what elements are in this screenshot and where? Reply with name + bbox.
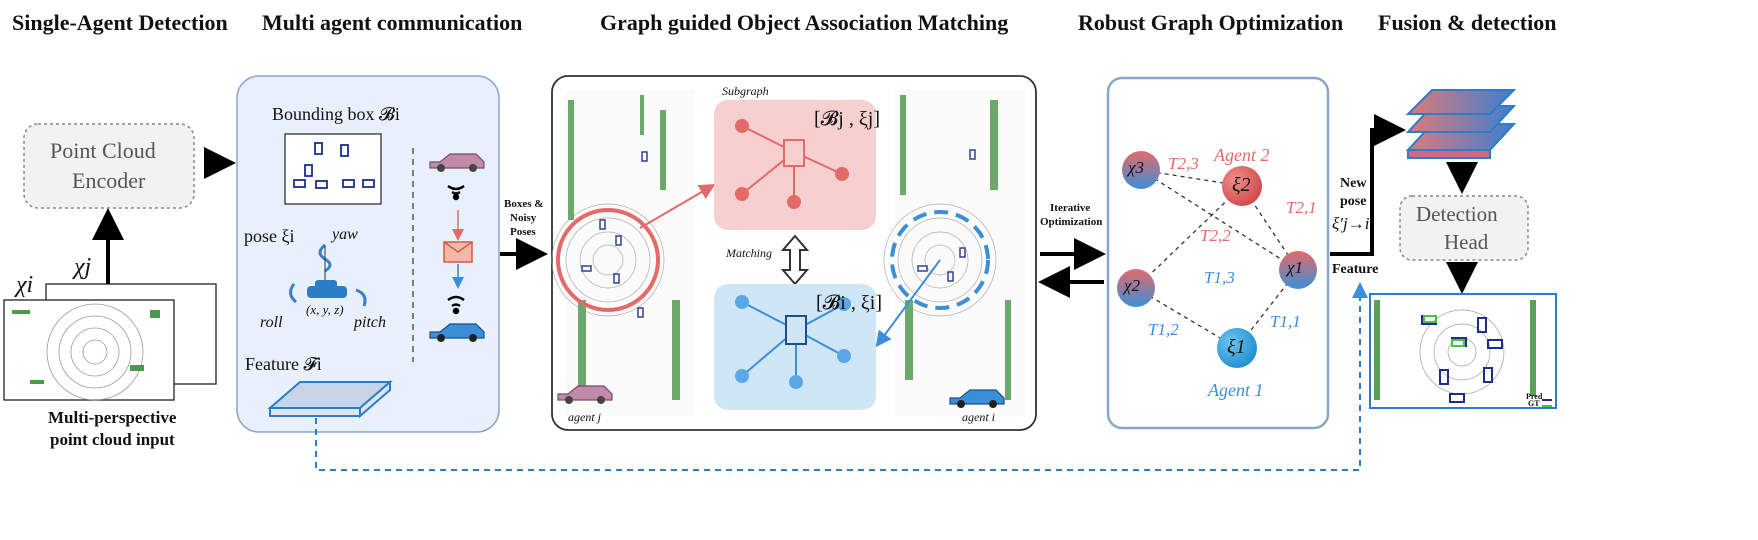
landmark-chi2 <box>1117 269 1155 307</box>
wifi-receive-icon <box>447 184 465 201</box>
detection-result-frame <box>1369 293 1557 409</box>
car-j-icon <box>429 153 485 172</box>
t13-label: T1,3 <box>1204 268 1235 287</box>
chi1-label: χ1 <box>1287 258 1303 277</box>
feature-link-label: Feature <box>1332 262 1379 277</box>
point-cloud-vegetation <box>12 310 160 384</box>
encoder-label-line2: Encoder <box>72 168 146 193</box>
agent-i-label: agent i <box>962 410 995 424</box>
t12-label: T1,2 <box>1148 320 1179 339</box>
subgraph-i-center <box>785 315 807 345</box>
agent-j-region-circle <box>556 208 660 312</box>
landmark-chi1 <box>1279 251 1317 289</box>
xi1-label: ξ1 <box>1227 336 1246 358</box>
feature-label: Feature 𝓕i <box>245 354 322 374</box>
feature-feedback-line <box>315 282 1368 471</box>
chi3-label: χ3 <box>1128 158 1144 177</box>
agent1-label: Agent 1 <box>1208 380 1264 400</box>
chi-j-label: χj <box>74 254 92 280</box>
xyz-label: (x, y, z) <box>306 302 344 317</box>
t22-label: T2,2 <box>1200 226 1231 245</box>
new-pose-arrow <box>1330 114 1406 256</box>
detection-head-line1: Detection <box>1416 202 1498 226</box>
matching-label: Matching <box>726 246 772 260</box>
bbox-frame <box>284 133 382 205</box>
agent2-pose-node <box>1222 166 1262 206</box>
new-pose-symbol: ξ′j→i <box>1332 214 1370 233</box>
header-fusion: Fusion & detection <box>1378 10 1557 35</box>
lidar-agent-i <box>883 90 1025 416</box>
subgraph-i-label: [𝓑i , ξi] <box>816 292 882 314</box>
detection-head-box <box>1399 195 1529 261</box>
new-pose-line1: New <box>1340 176 1367 191</box>
yaw-label: yaw <box>332 226 358 243</box>
message-envelope-icon <box>443 241 473 263</box>
feature-slab-icon <box>267 379 393 419</box>
t21-label: T2,1 <box>1286 198 1317 217</box>
chi2-label: χ2 <box>1124 276 1140 295</box>
header-multi-agent: Multi agent communication <box>262 10 523 35</box>
xi2-label: ξ2 <box>1232 174 1251 196</box>
roll-arrow-icon <box>289 283 297 304</box>
agent-j-label: agent j <box>568 410 601 424</box>
encoder-label-line1: Point Cloud <box>50 138 156 163</box>
agent-j-car-icon <box>557 385 613 404</box>
boxes-label-line2: Noisy <box>510 212 537 224</box>
wifi-send-icon <box>447 295 465 315</box>
agent-i-region-circle <box>890 210 990 310</box>
pitch-label: pitch <box>354 314 386 331</box>
input-caption-line1: Multi-perspective <box>48 408 177 427</box>
agent2-label: Agent 2 <box>1214 145 1270 165</box>
subgraph-label: Subgraph <box>722 84 769 98</box>
detection-boxes <box>1421 315 1503 403</box>
bbox-glyphs <box>293 142 375 189</box>
pose-label: pose ξi <box>244 226 295 246</box>
bbox-label: Bounding box 𝓑i <box>272 104 400 124</box>
robust-opt-panel <box>1106 76 1330 430</box>
iterative-label-line2: Optimization <box>1040 216 1103 228</box>
t23-label: T2,3 <box>1168 154 1199 173</box>
car-i-icon <box>429 323 485 342</box>
point-cloud-rings <box>46 303 144 401</box>
landmark-chi3 <box>1122 151 1160 189</box>
detection-head-line2: Head <box>1444 230 1489 254</box>
boxes-label-line1: Boxes & <box>504 198 544 210</box>
new-pose-line2: pose <box>1340 194 1367 209</box>
iterative-label-line1: Iterative <box>1050 202 1091 214</box>
gt-legend: GT <box>1528 399 1540 408</box>
lidar-agent-j <box>551 90 695 416</box>
subgraph-j-label: [𝓑j , ξj] <box>814 108 880 130</box>
fused-feature-layers-icon <box>1405 89 1517 159</box>
point-cloud-encoder-box <box>23 123 195 209</box>
subgraph-j-center <box>783 139 805 167</box>
input-caption-line2: point cloud input <box>50 430 175 449</box>
agent-i-car-icon <box>949 389 1005 408</box>
point-cloud-front <box>3 299 175 401</box>
chi-i-label: χi <box>16 272 34 298</box>
header-robust-optimization: Robust Graph Optimization <box>1078 10 1344 35</box>
pred-legend: Pred <box>1526 392 1543 401</box>
roll-label: roll <box>260 314 283 331</box>
header-single-agent: Single-Agent Detection <box>12 10 228 35</box>
header-graph-matching: Graph guided Object Association Matching <box>600 10 1009 35</box>
pitch-arrow-icon <box>355 288 367 307</box>
pose-car-icon <box>307 280 347 298</box>
agent1-pose-node <box>1217 328 1257 368</box>
t11-label: T1,1 <box>1270 312 1301 331</box>
boxes-label-line3: Poses <box>510 226 536 238</box>
